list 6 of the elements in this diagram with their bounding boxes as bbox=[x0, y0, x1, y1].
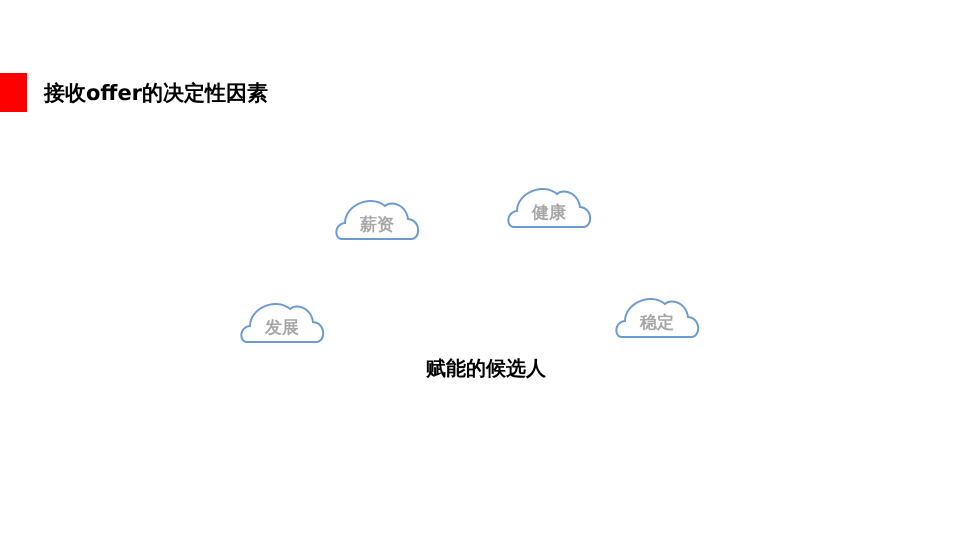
cloud-label: 健康 bbox=[530, 203, 567, 223]
cloud-label: 发展 bbox=[264, 318, 300, 338]
cloud-label: 薪资 bbox=[358, 215, 395, 235]
cloud-label: 稳定 bbox=[638, 313, 675, 333]
center-label: 赋能的候选人 bbox=[425, 355, 547, 381]
title: 接收offer的决定性因素 bbox=[44, 80, 268, 107]
